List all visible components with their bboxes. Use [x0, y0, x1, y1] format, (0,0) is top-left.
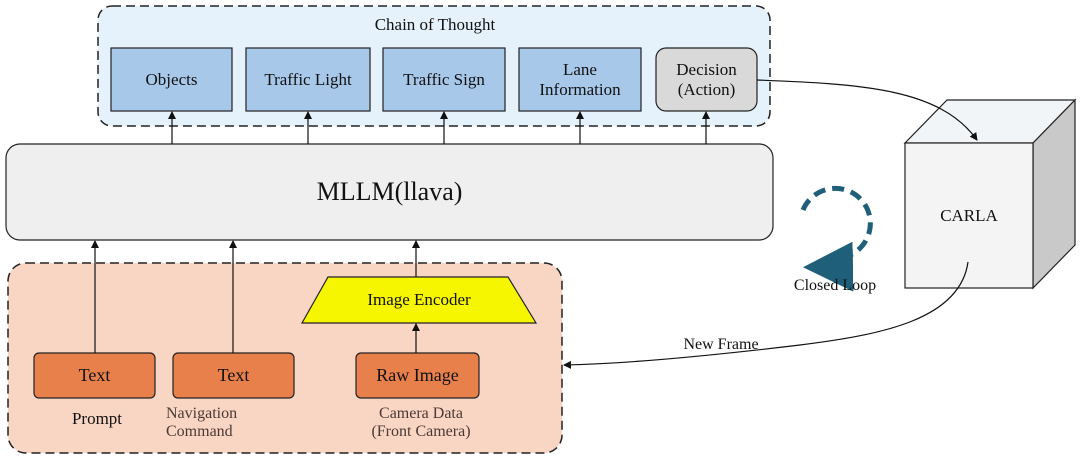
image-encoder-shape	[300, 276, 538, 324]
cot-label-lane-information: Lane Information	[539, 60, 621, 99]
caption-prompt: Prompt	[71, 409, 123, 429]
cot-label-decision: Decision (Action)	[676, 60, 737, 99]
closed-loop-label: Closed Loop	[793, 277, 877, 295]
closed-loop-icon	[800, 185, 873, 292]
cot-title: Chain of Thought	[374, 15, 496, 35]
new-frame-label: New Frame	[683, 336, 759, 354]
cot-box-lane-information	[518, 47, 642, 112]
cot-box-objects	[110, 47, 233, 112]
mllm-label: MLLM(llava)	[316, 177, 463, 207]
cot-label-objects: Objects	[145, 69, 198, 89]
input-label-raw-image: Raw Image	[376, 365, 459, 386]
input-box-raw-image	[355, 352, 480, 399]
arrow-carla-to-input-panel	[563, 261, 969, 369]
mllm-box	[5, 143, 774, 241]
arrow-decision-to-carla	[756, 79, 978, 141]
caption-camera-data: Camera Data (Front Camera)	[371, 405, 471, 440]
cot-label-traffic-light: Traffic Light	[264, 69, 352, 89]
image-encoder-label: Image Encoder	[367, 290, 471, 310]
cot-label-traffic-sign: Traffic Sign	[403, 69, 485, 89]
cot-box-traffic-sign	[382, 47, 506, 112]
carla-label: CARLA	[940, 205, 998, 225]
carla-cube-front	[904, 142, 1034, 289]
input-label-prompt-text: Text	[78, 365, 111, 386]
input-label-navigation-text: Text	[217, 365, 250, 386]
cot-box-traffic-light	[245, 47, 371, 112]
caption-navigation-command: Navigation Command	[166, 405, 238, 440]
